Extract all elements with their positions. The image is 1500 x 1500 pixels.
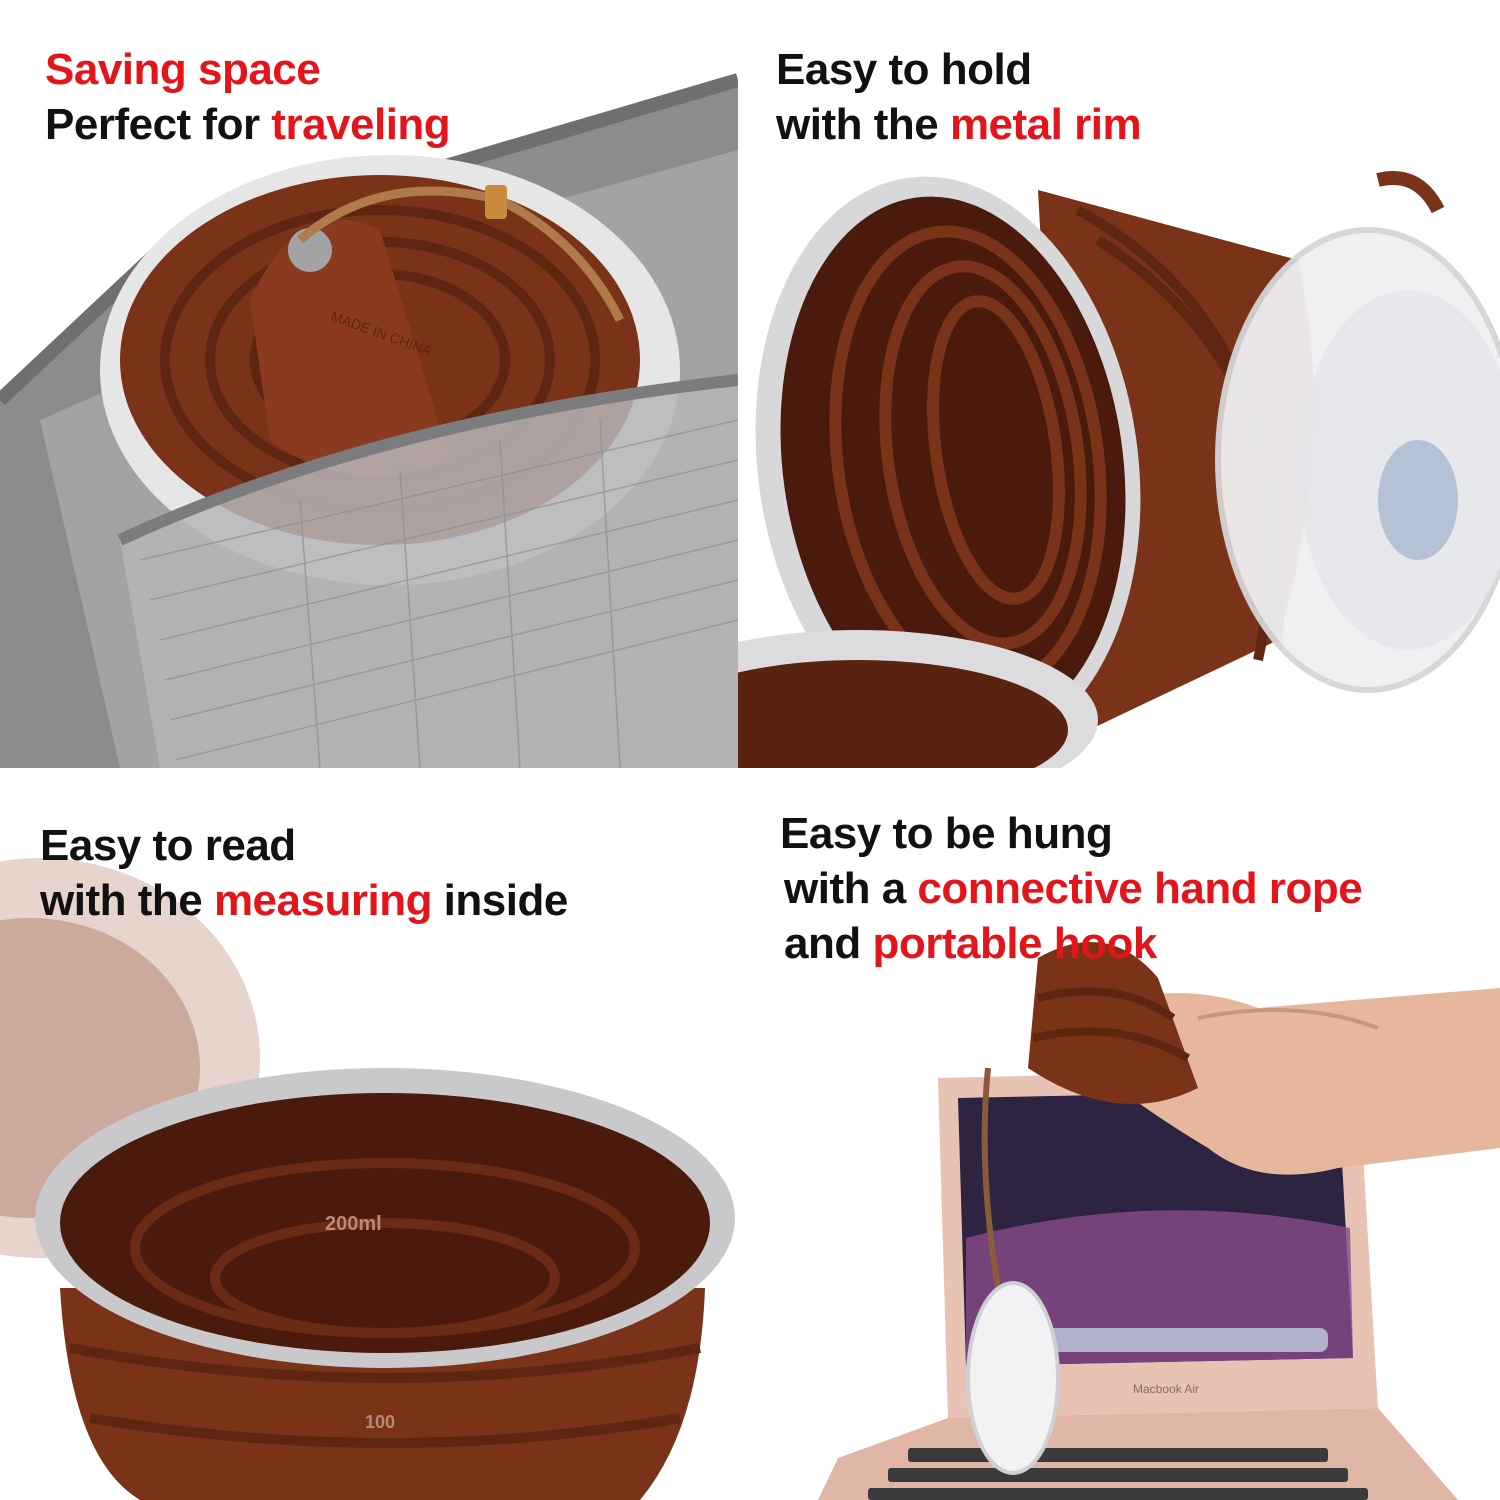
cup-bottom-tab <box>250 219 450 477</box>
cup-rim-photo <box>738 0 1500 768</box>
mark-200ml: 200ml <box>325 1213 382 1235</box>
mesh-pattern <box>139 419 738 768</box>
caption-line-1: Saving space <box>45 45 321 94</box>
mark-100: 100 <box>365 1412 395 1432</box>
caption-line-2: Perfect for traveling <box>45 100 451 149</box>
portable-lid <box>966 1281 1060 1475</box>
panel-measuring: 200ml 100 Easy to read with the measurin… <box>0 768 738 1500</box>
caption-line-2: with the measuring inside <box>40 876 568 925</box>
laptop-label: Macbook Air <box>1133 1382 1199 1396</box>
travel-bag-photo: MADE IN CHINA <box>0 0 738 768</box>
dock <box>1028 1328 1328 1352</box>
caption-line-1: Easy to hold <box>776 45 1032 94</box>
caption-metal-rim: Easy to hold with the metal rim <box>776 42 1142 152</box>
hanging-cup <box>1028 942 1198 1104</box>
caption-line-2: with a connective hand rope <box>784 864 1363 913</box>
connective-rope <box>981 1067 1001 1289</box>
laptop-hand-photo: Macbook Air <box>738 768 1500 1500</box>
caption-hung: Easy to be hung with a connective hand r… <box>780 806 1363 971</box>
lid-hook <box>1376 171 1445 214</box>
caption-line-1: Easy to read <box>40 821 296 870</box>
hand <box>1098 988 1500 1175</box>
caption-measuring: Easy to read with the measuring inside <box>40 818 568 928</box>
panel-saving-space: MADE IN CHINA Saving space Perfect for t… <box>0 0 738 768</box>
panel-hung: Macbook Air Easy to be hung with a conne… <box>738 768 1500 1500</box>
caption-line-1: Easy to be hung <box>780 809 1113 858</box>
caption-line-3: and portable hook <box>784 919 1157 968</box>
caption-saving-space: Saving space Perfect for traveling <box>45 42 451 152</box>
mesh-pocket <box>120 380 738 768</box>
keyboard <box>868 1448 1368 1500</box>
measuring-cup-photo: 200ml 100 <box>0 768 738 1500</box>
caption-line-2: with the metal rim <box>776 100 1142 149</box>
panel-metal-rim: Easy to hold with the metal rim <box>738 0 1500 768</box>
